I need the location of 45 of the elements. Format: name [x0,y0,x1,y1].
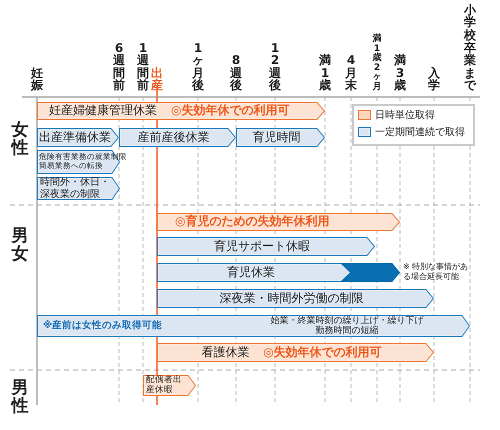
bar-label: 育児サポート休暇 [214,240,310,254]
timeline-label: 1ヶ月後 [192,42,204,92]
bar-label: ◎失効年休での利用可 [171,104,290,118]
leave-arrow-bar [157,213,400,231]
bar-label: 産前産後休業 [138,130,210,144]
timeline-label: 満1歳2ヶ月 [372,35,382,92]
timeline-label: 小学校卒業まで [464,4,476,92]
bar-label: 育児時間 [252,130,300,144]
group-label: 女性 [11,122,29,158]
bar-label: 始業・終業時刻の繰り上げ・繰り下げ勤務時間の短縮 [270,316,424,336]
timeline-label: 満3歳 [394,54,406,92]
bar-label: 配偶者出産休暇 [146,376,182,396]
timeline-label: 6週間前 [112,42,126,92]
leave-arrow-bar [37,102,325,120]
leave-arrow-bar [157,343,434,362]
period-arrow-bar [236,128,325,147]
legend-label: 日時単位取得 [375,108,435,122]
group-label: 男性 [11,380,29,416]
bar-label: 出産準備休業 [39,130,111,144]
period-arrow-bar [157,289,434,308]
note-text: ※ 特別な事情がある場合延長可能 [403,262,469,282]
timeline-label: 入学 [428,66,440,92]
bar-label: 時間外・休日・深夜業の制限 [40,177,111,200]
bar-label: 深夜業・時間外労働の制限 [220,292,364,306]
timeline-label: 出産 [150,66,164,92]
timeline-label: 4月末 [344,54,358,92]
period-arrow-bar [119,128,236,147]
legend-label: 一定期間連続で取得 [375,126,465,139]
timeline-label: 1週間前 [136,42,150,92]
bar-label: 看護休業 [201,346,250,360]
timeline-label: 満1歳 [318,54,332,92]
group-label: 男女 [11,228,29,264]
period-arrow-bar [157,237,375,256]
timeline-label: 妊娠 [30,66,44,92]
timeline-label: 12週後 [268,42,282,92]
period-arrow-bar [157,263,400,282]
bar-label: 妊産婦健康管理休業 [49,104,157,118]
timeline-label: 8週後 [230,54,242,92]
period-arrow-bar [37,128,119,147]
bar-label: 育児休業 [227,266,275,280]
bar-label: ◎失効年休での利用可 [263,346,382,360]
bar-label: ◎育児のための失効年休利用 [175,215,330,229]
period-arrow-bar [37,315,470,337]
bar-label: ※産前は女性のみ取得可能 [43,320,164,332]
leave-arrow-bar [143,375,196,396]
